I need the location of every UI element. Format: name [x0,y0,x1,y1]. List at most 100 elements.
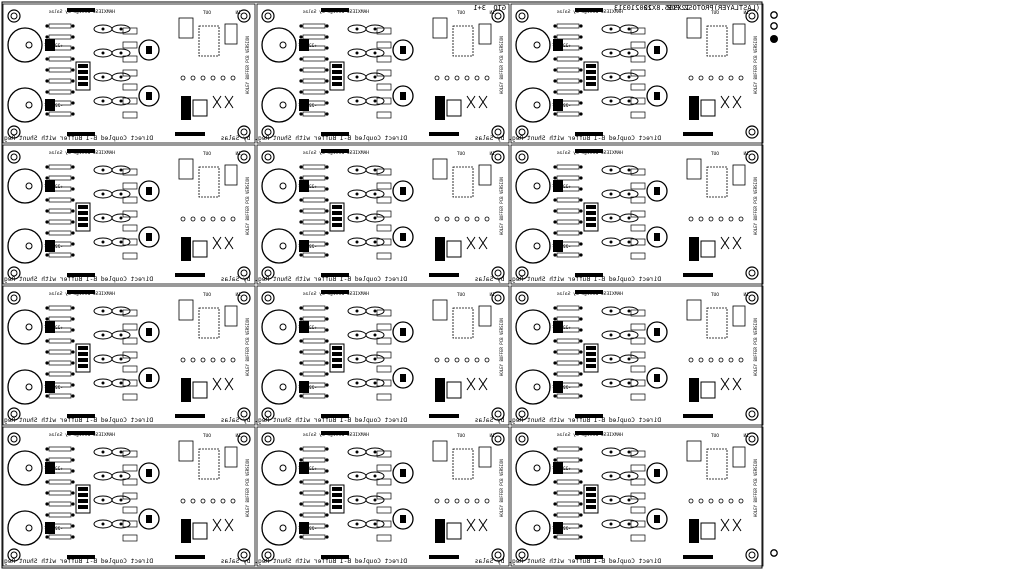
pad [299,253,303,257]
connector-in [478,23,492,45]
component-footprint [122,450,138,458]
pad-drill [373,450,377,454]
mounting-hole-inner [264,551,272,559]
component-footprint [122,182,138,190]
component-footprint [630,351,646,359]
pad [434,357,440,363]
pad [325,480,329,484]
resistor-footprint [556,501,580,507]
pad [325,187,329,191]
pad [299,480,303,484]
pad-pair [619,519,639,529]
resistor-footprint [302,45,326,51]
component-footprint [122,520,138,528]
transistor-can [392,180,414,202]
pad [325,306,329,310]
resistor-footprint [302,56,326,62]
capacitor-outline [261,369,297,405]
transistor-center [400,233,406,241]
pad [299,112,303,116]
resistor-footprint [302,523,326,529]
mounting-hole-inner [518,153,526,161]
connector-in [224,446,238,468]
pad [553,306,557,310]
pad [444,498,450,504]
pad [180,357,186,363]
capacitor-pad [279,101,287,109]
resistor-footprint [556,446,580,452]
pad [579,524,583,528]
resistor-footprint [302,111,326,117]
resistor-footprint [556,219,580,225]
capacitor-outline [7,369,43,405]
pad-drill [373,27,377,31]
pad [698,75,704,81]
pad [688,216,694,222]
pad-pair [111,354,131,364]
pad-pair [111,378,131,388]
pad [474,498,480,504]
pad-drill [101,27,105,31]
resistor-footprint [556,479,580,485]
pad-drill [119,381,123,385]
capacitor-label: -2200uF [552,103,571,109]
transistor-can [646,226,668,248]
header-strip [575,273,603,277]
pad [484,75,490,81]
mounting-hole [491,432,505,446]
pad [71,350,75,354]
pad [71,306,75,310]
resistor-footprint [556,100,580,106]
ic-pin [78,364,88,368]
diode-mark [224,518,234,532]
ic-pin [586,499,596,503]
diode-mark [212,95,222,109]
pad [45,535,49,539]
diode-mark [720,518,730,532]
pad-pair [365,378,385,388]
resistor-footprint [556,360,580,366]
mounting-hole-inner [240,12,248,20]
transistor-can [138,508,160,530]
in-label: IN [235,151,241,157]
pad [553,79,557,83]
pad [579,491,583,495]
relay-footprint [198,307,220,339]
pad [299,513,303,517]
board-side-label: HOLEY BUFFER PCB VERSION [245,177,250,235]
transistor-can [646,508,668,530]
header-strip [429,555,459,559]
component-footprint [630,450,646,458]
pad [579,68,583,72]
pad [71,328,75,332]
mounting-hole-inner [10,269,18,277]
resistor-footprint [556,56,580,62]
pad [325,328,329,332]
component-footprint [122,252,138,260]
resistor-footprint [302,305,326,311]
resistor-footprint [556,208,580,214]
resistor-footprint [48,446,72,452]
pad [579,46,583,50]
pad [325,469,329,473]
pad-drill [627,192,631,196]
pad-drill [119,450,123,454]
pad [325,79,329,83]
component-footprint [122,365,138,373]
pad [299,46,303,50]
connector-in [224,164,238,186]
pad [454,357,460,363]
transistor-center [654,469,660,477]
resistor-footprint [302,371,326,377]
pad [553,253,557,257]
capacitor-outline [515,168,551,204]
pad-pair [111,24,131,34]
component-footprint [122,379,138,387]
resistor-footprint [48,316,72,322]
pad [325,535,329,539]
transistor-center [146,187,152,195]
pad-pair [111,495,131,505]
pad [71,361,75,365]
pad [45,361,49,365]
